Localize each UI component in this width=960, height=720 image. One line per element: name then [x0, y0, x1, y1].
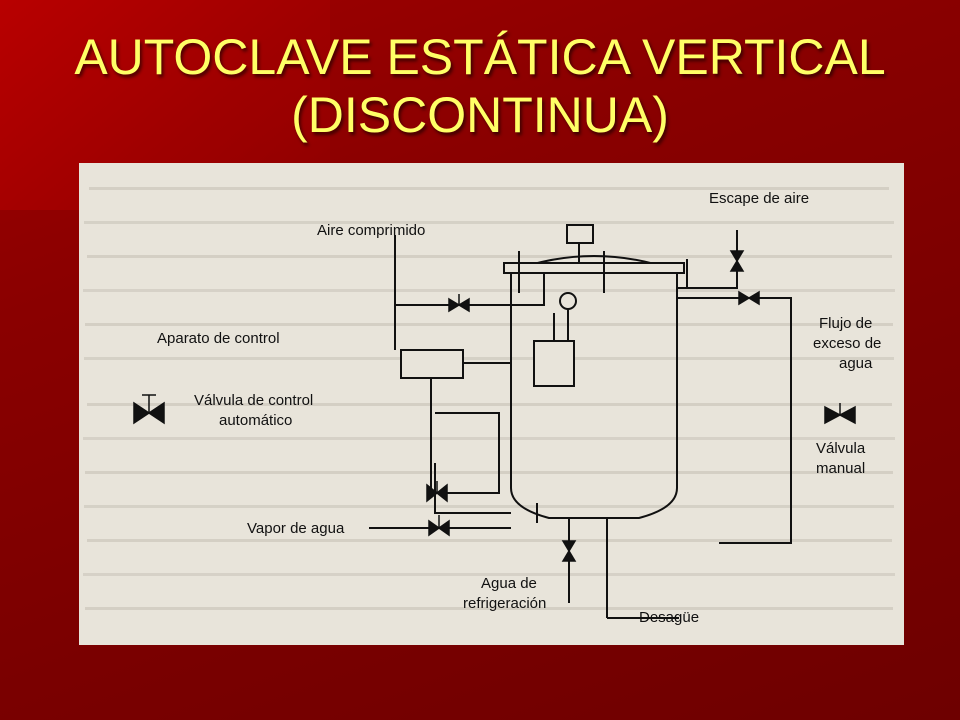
label-valvula-manual-2: manual: [816, 460, 865, 477]
top-valve-body: [566, 224, 594, 244]
label-flujo-2: exceso de: [813, 335, 881, 352]
overflow-valve-icon: [738, 290, 760, 306]
pressure-gauge: [559, 292, 577, 310]
vessel-body: [510, 271, 678, 519]
cooling-valve-icon: [561, 540, 577, 562]
vapor-valve-bottom-icon: [428, 515, 450, 537]
title-line-1: AUTOCLAVE ESTÁTICA VERTICAL: [74, 29, 886, 85]
label-agua-refrig-1: Agua de: [481, 575, 537, 592]
label-valvula-control-1: Válvula de control: [194, 392, 313, 409]
label-valvula-control-2: automático: [219, 412, 292, 429]
escape-valve-icon: [729, 250, 745, 272]
piping-lines: [369, 224, 792, 619]
control-box: [400, 349, 464, 379]
label-agua-refrig-2: refrigeración: [463, 595, 546, 612]
label-aire-comprimido: Aire comprimido: [317, 222, 425, 239]
air-escape-line: [677, 230, 738, 289]
label-escape-aire: Escape de aire: [709, 190, 809, 207]
recorder-box: [533, 340, 575, 387]
title-line-2: (DISCONTINUA): [291, 87, 669, 143]
air-valve-icon: [448, 294, 470, 313]
vessel-flange: [503, 262, 685, 274]
label-flujo-1: Flujo de: [819, 315, 872, 332]
slide-title: AUTOCLAVE ESTÁTICA VERTICAL (DISCONTINUA…: [0, 28, 960, 144]
diagram-svg: Escape de aire Aire comprimido Aparato d…: [83, 187, 895, 626]
bleed-through-texture: [83, 187, 895, 610]
legend-manual-valve-icon: [824, 403, 856, 425]
label-desague: Desagüe: [639, 609, 699, 626]
label-aparato-control: Aparato de control: [157, 330, 280, 347]
valves: [133, 250, 856, 562]
vapor-valve-top-icon: [426, 481, 448, 503]
legend-auto-valve-icon: [133, 394, 165, 425]
label-valvula-manual-1: Válvula: [816, 440, 866, 457]
label-vapor-agua: Vapor de agua: [247, 520, 345, 537]
label-flujo-3: agua: [839, 355, 873, 372]
autoclave-diagram: Escape de aire Aire comprimido Aparato d…: [79, 163, 904, 645]
